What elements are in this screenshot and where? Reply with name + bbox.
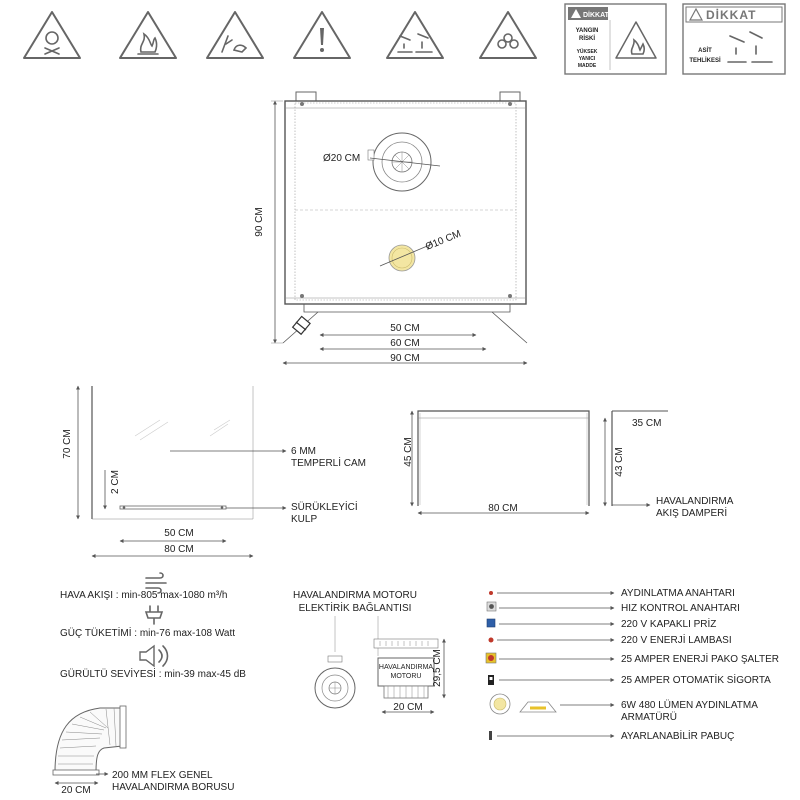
biohazard-icon <box>479 11 537 59</box>
power-plug-icon <box>144 605 164 625</box>
acid-label-line1: ASİT <box>698 47 712 54</box>
damper-depth-dim: 35 CM <box>632 418 661 429</box>
glass-height-dim: 70 CM <box>62 429 73 458</box>
glass-sash-panel: 70 CM 2 CM 50 CM 80 CM 6 MM TEMPERLİ CAM… <box>62 385 366 558</box>
damper-side-height-dim: 43 CM <box>614 447 625 476</box>
lighting-fixture-icon <box>489 693 557 715</box>
elec-item-7b: ARMATÜRÜ <box>621 711 677 723</box>
fire-risk-label: DİKKAT YANGIN RİSKİ YÜKSEK YANICI MADDE <box>564 3 667 75</box>
flammable-flame-icon <box>119 11 177 59</box>
glass-label-line1: 6 MM <box>291 446 316 457</box>
handle-label-line2: KULP <box>291 514 317 525</box>
airflow-damper: 45 CM 80 CM 43 CM 35 CM HAVALANDIRMA AKI… <box>403 410 734 519</box>
environmental-hazard-icon <box>206 11 264 59</box>
cabinet-height-dim: 90 CM <box>254 207 265 236</box>
motor-box-line2: MOTORU <box>391 673 422 680</box>
covered-socket-icon <box>486 618 496 628</box>
acid-label-line2: TEHLİKESİ <box>689 57 721 64</box>
motor-front-fan-icon <box>314 655 356 709</box>
airflow-wind-icon <box>145 572 167 594</box>
elec-item-2: HIZ KONTROL ANAHTARI <box>621 603 740 614</box>
speed-control-switch-icon <box>486 601 497 612</box>
fire-label-line3: YÜKSEK <box>577 48 598 55</box>
auto-breaker-icon <box>488 675 494 685</box>
fire-label-line1: YANGIN <box>576 28 599 34</box>
corrosive-icon <box>386 11 444 59</box>
motor-box-line1: HAVALANDIRMA <box>379 664 434 671</box>
adjustable-foot-icon <box>489 731 492 740</box>
damper-label-line1: HAVALANDIRMA <box>656 496 734 507</box>
acid-danger-label: DİKKAT ASİT TEHLİKESİ <box>682 3 786 75</box>
motor-side-view: HAVALANDIRMA MOTORU <box>373 638 439 699</box>
pako-switch-icon <box>485 652 497 664</box>
duct-label-line1: 200 MM FLEX GENEL <box>112 770 213 781</box>
handle-label-line1: SÜRÜKLEYİCİ <box>291 500 358 513</box>
width-60-dim: 60 CM <box>390 338 419 349</box>
performance-specs: HAVA AKIŞI : min-805 max-1080 m³/h GÜÇ T… <box>60 572 246 680</box>
fire-label-line4: YANICI <box>579 56 596 62</box>
damper-height-dim: 45 CM <box>403 437 414 466</box>
elec-item-3: 220 V KAPAKLI PRİZ <box>621 617 716 630</box>
electrical-components: AYDINLATMA ANAHTARI HIZ KONTROL ANAHTARI… <box>485 588 779 742</box>
flex-duct-pipe <box>52 705 127 776</box>
motor-height-dim: 29,5 CM <box>432 649 443 687</box>
handle-width-dim: 50 CM <box>164 528 193 539</box>
fire-label-line2: RİSKİ <box>579 35 595 42</box>
cable-gland-icon <box>291 315 311 336</box>
elec-item-5: 25 AMPER ENERJİ PAKO ŞALTER <box>621 652 779 665</box>
width-50-dim: 50 CM <box>390 323 419 334</box>
duct-label-line2: HAVALANDIRMA BORUSU <box>112 782 234 793</box>
lighting-switch-icon <box>489 591 493 595</box>
small-flame-icon <box>630 38 645 55</box>
flex-duct: 20 CM 200 MM FLEX GENEL HAVALANDIRMA BOR… <box>52 705 234 796</box>
upper-fan-port: Ø20 CM <box>323 132 441 192</box>
motor-title-line1: HAVALANDIRMA MOTORU <box>293 590 417 601</box>
power-spec: GÜÇ TÜKETİMİ : min-76 max-108 Watt <box>60 626 235 639</box>
acid-label-header: DİKKAT <box>706 7 756 22</box>
speaker-sound-icon <box>139 644 169 668</box>
elec-item-7: 6W 480 LÜMEN AYDINLATMA <box>621 699 758 711</box>
glass-label-line2: TEMPERLİ CAM <box>291 456 366 469</box>
handle-offset-dim: 2 CM <box>110 470 121 494</box>
upper-port-diameter: Ø20 CM <box>323 153 360 164</box>
motor-title-line2: ELEKTİRİK BAĞLANTISI <box>299 601 412 614</box>
exclamation-warning-icon <box>293 11 351 59</box>
toxic-skull-icon <box>23 11 81 59</box>
elec-item-8: AYARLANABİLİR PABUÇ <box>621 729 734 742</box>
fire-label-line5: MADDE <box>578 63 597 69</box>
cabinet-front-view: Ø20 CM Ø10 CM 90 CM 50 CM 60 CM 90 CM <box>254 91 528 365</box>
glass-width-dim: 80 CM <box>164 544 193 555</box>
width-90-dim: 90 CM <box>390 353 419 364</box>
airflow-spec: HAVA AKIŞI : min-805 max-1080 m³/h <box>60 590 227 601</box>
hazard-signs: DİKKAT YANGIN RİSKİ YÜKSEK YANICI MADDE … <box>23 3 786 75</box>
duct-diameter-dim: 20 CM <box>61 785 90 796</box>
damper-width-dim: 80 CM <box>488 503 517 514</box>
damper-label-line2: AKIŞ DAMPERİ <box>656 506 727 519</box>
elec-item-4: 220 V ENERJİ LAMBASI <box>621 633 732 646</box>
power-lamp-icon <box>488 637 494 643</box>
elec-item-1: AYDINLATMA ANAHTARI <box>621 588 735 599</box>
ventilation-motor: HAVALANDIRMA MOTORU ELEKTİRİK BAĞLANTISI… <box>293 590 446 714</box>
acid-drops-icon <box>727 31 773 63</box>
elec-item-6: 25 AMPER OTOMATİK SİGORTA <box>621 673 771 686</box>
noise-spec: GÜRÜLTÜ SEVİYESİ : min-39 max-45 dB <box>60 667 246 680</box>
motor-width-dim: 20 CM <box>393 702 422 713</box>
fire-label-header: DİKKAT <box>583 11 610 19</box>
